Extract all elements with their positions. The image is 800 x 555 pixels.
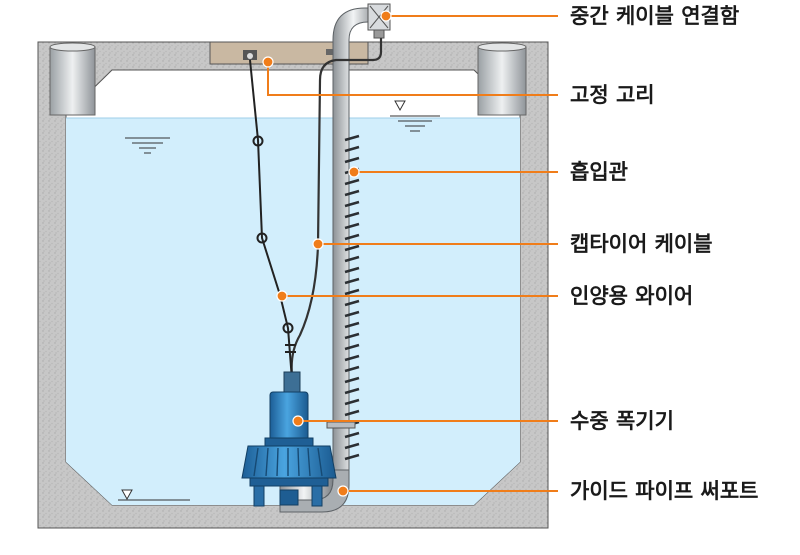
label-junction-box: 중간 케이블 연결함 (570, 4, 740, 28)
pipe-spiral-ring (344, 321, 360, 329)
pipe-spiral-ring (344, 332, 360, 340)
leader-fixing-hook (267, 62, 558, 96)
pipe-spiral-ring (344, 255, 360, 263)
pipe-spiral-ring (344, 156, 360, 164)
pipe-spiral-ring (344, 233, 360, 241)
pipe-spiral-ring (344, 244, 360, 252)
pipe-spiral-ring (344, 376, 360, 384)
pipe-spiral-ring (344, 442, 360, 450)
leader-lines (267, 15, 558, 492)
label-discharge-pipe: 흡입관 (570, 160, 628, 184)
pipe-spiral-ring (344, 310, 360, 318)
pipe-spiral-ring (344, 409, 360, 417)
pipe-spiral-ring (344, 365, 360, 373)
label-fixing-hook: 고정 고리 (570, 83, 655, 107)
pipe-spiral-ring (344, 354, 360, 362)
right-hatch (477, 46, 527, 116)
leader-dots (262, 10, 392, 497)
label-aerator: 수중 폭기기 (570, 409, 674, 433)
lifting-wire (249, 59, 296, 381)
label-lifting-wire: 인양용 와이어 (570, 284, 694, 308)
pipe-spiral-ring (344, 277, 360, 285)
pipe-spiral-ring (344, 343, 360, 351)
pipe-spiral-ring (344, 398, 360, 406)
water-level-marker-low (118, 489, 190, 501)
concrete-pit (37, 41, 549, 529)
pipe-spiral-ring (344, 178, 360, 186)
label-guide-pipe-support: 가이드 파이프 써포트 (570, 479, 759, 503)
pipe-spiral-ring (344, 222, 360, 230)
pipe-spiral-ring (344, 200, 360, 208)
water-level-marker-high (390, 100, 440, 132)
pipe-spiral-ring (344, 387, 360, 395)
pipe-spiral-ring (344, 134, 360, 142)
pipe-spiral-ring (344, 453, 360, 461)
cabtyre-cable (290, 38, 383, 376)
pipe-spiral-ring (344, 145, 360, 153)
water-body (66, 118, 520, 505)
pipe-spiral-ring (344, 431, 360, 439)
water-level-marker-mid (125, 137, 170, 154)
pipe-spiral-ring (344, 288, 360, 296)
pipe-spiral-ring (344, 266, 360, 274)
junction-box (367, 3, 391, 39)
left-hatch (49, 46, 96, 116)
pipe-spiral-ring (344, 299, 360, 307)
pipe-spiral-ring (344, 189, 360, 197)
pipe-spiral-ring (344, 211, 360, 219)
label-cabtyre-cable: 캡타이어 케이블 (570, 232, 713, 256)
submersible-aerator (241, 371, 337, 507)
